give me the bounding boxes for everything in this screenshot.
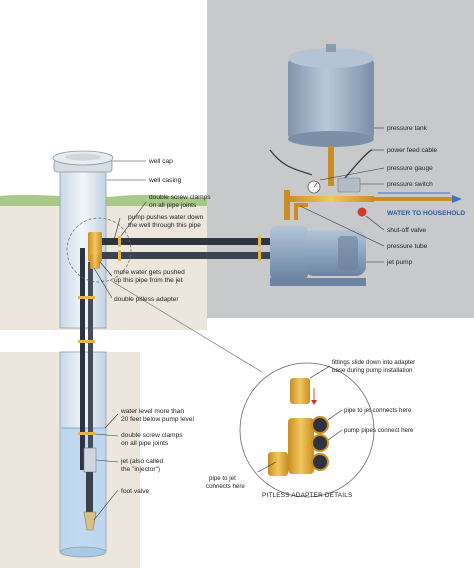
pipe-clamp (258, 236, 261, 247)
leader-pressure-tube (299, 205, 385, 247)
detail-port-3 (311, 453, 329, 471)
pressure-tank (288, 58, 374, 140)
label-clamps-low-2: on all pipe joints (121, 440, 169, 447)
pressure-tube (294, 203, 308, 220)
pressure-tank-bottom (288, 131, 374, 147)
drop-pipe-1 (80, 248, 85, 470)
slide-arrow-head (311, 400, 317, 405)
label-pitless: double pitless adapter (114, 296, 179, 303)
household-outlet-pipe (374, 197, 454, 201)
well-cap-vent (65, 153, 101, 161)
label-pressure-switch: pressure switch (387, 181, 433, 188)
label-pump-pushes-1: pump pushes water down (128, 214, 203, 221)
label-well-cap: well cap (148, 158, 173, 165)
label-jet-1: jet (also called (120, 458, 163, 465)
label-jet-pump: jet pump (386, 259, 413, 266)
shut-off-valve (357, 207, 367, 217)
detail-fitting-top (290, 378, 310, 404)
detail-port-1 (311, 416, 329, 434)
drop-pipe-2 (88, 262, 93, 470)
label-more-water-2: up this pipe from the jet (114, 277, 183, 284)
label-water-level-1: water level more than (120, 408, 184, 415)
leader-foot-valve (93, 489, 119, 521)
detail-callout-line (109, 279, 263, 373)
leader-clamps-low (94, 433, 119, 437)
pipe-clamp (78, 432, 95, 435)
pipe-clamp (78, 340, 95, 343)
label-water-household: WATER TO HOUSEHOLD (387, 210, 465, 217)
leader-water-level (104, 413, 119, 429)
tank-valve-stem (326, 44, 336, 52)
label-water-level-2: 20 feet below pump level (121, 416, 194, 423)
label-pipe-to-jet-2b: connects here (206, 483, 245, 490)
leader-valve (365, 215, 385, 231)
label-power-feed: power feed cable (387, 147, 438, 154)
pitless-adapter-lower (90, 255, 100, 269)
pressure-switch (337, 177, 361, 193)
pressure-pipe (100, 252, 270, 259)
jet-pump-base (270, 278, 366, 286)
label-pipe-to-jet-2a: pipe to jet (209, 475, 236, 482)
label-clamps-low-1: double screw clamps (121, 432, 183, 439)
leader-jet (95, 459, 119, 463)
tailpipe (86, 472, 93, 512)
leader-pump-pipes (327, 429, 343, 441)
tank-outlet-pipe (328, 146, 334, 186)
pipe-clamp (118, 236, 121, 247)
manifold-riser (284, 190, 290, 220)
leader-pump-pushes (113, 217, 121, 241)
label-fittings-slide-1: fittings slide down into adapter (332, 359, 415, 366)
gauge-needle (313, 182, 318, 188)
label-clamps-top-2: on all pipe joints (149, 202, 197, 209)
label-fittings-slide-2: base during pump installation (332, 367, 413, 374)
leader-pitless (93, 267, 113, 299)
leader-clamps-top (120, 201, 147, 237)
label-pressure-gauge: pressure gauge (387, 165, 433, 172)
label-pump-pipes: pump pipes connect here (344, 427, 414, 434)
detail-fitting-left (268, 452, 288, 476)
pipe-clamp (78, 296, 95, 299)
well-bottom (59, 546, 107, 558)
leader-pipe-to-jet-2 (257, 461, 277, 473)
power-feed-cable (269, 149, 313, 176)
leader-pipe-to-jet-1 (327, 409, 343, 421)
jet-pump-housing (270, 226, 308, 280)
label-pressure-tank: pressure tank (387, 125, 428, 132)
detail-adapter-base (288, 418, 314, 474)
label-foot-valve: foot valve (121, 488, 150, 495)
flow-arrow (452, 195, 462, 203)
label-clamps-top-1: double screw clamps (149, 194, 211, 201)
tank-tee-manifold (288, 196, 374, 202)
pressure-tank-top (288, 48, 374, 68)
label-pitless-details: PITLESS ADAPTER DETAILS (262, 492, 352, 499)
motor-fins (338, 236, 358, 270)
pipe-clamp (258, 250, 261, 261)
detail-callout-circle (66, 217, 132, 283)
detail-port-2 (311, 434, 329, 452)
leader-gauge (319, 167, 385, 181)
jet-injector (83, 447, 97, 473)
label-pump-pushes-2: the well through this pipe (128, 222, 201, 229)
label-well-casing: well casing (148, 177, 182, 184)
foot-valve (83, 511, 97, 531)
label-shut-off: shut-off valve (387, 227, 426, 234)
label-more-water-1: more water gets pushed (114, 269, 185, 276)
leader-fittings-slide (309, 365, 331, 379)
label-pipe-to-jet-1: pipe to jet connects here (344, 407, 412, 414)
label-jet-2: the "injector") (121, 466, 160, 473)
leader-more-water (99, 261, 113, 277)
label-pressure-tube: pressure tube (387, 243, 428, 250)
pipe-clamp (118, 250, 121, 261)
pitless-adapter (88, 232, 102, 262)
suction-pipe (100, 238, 270, 245)
power-feed-cable-2 (344, 149, 373, 179)
